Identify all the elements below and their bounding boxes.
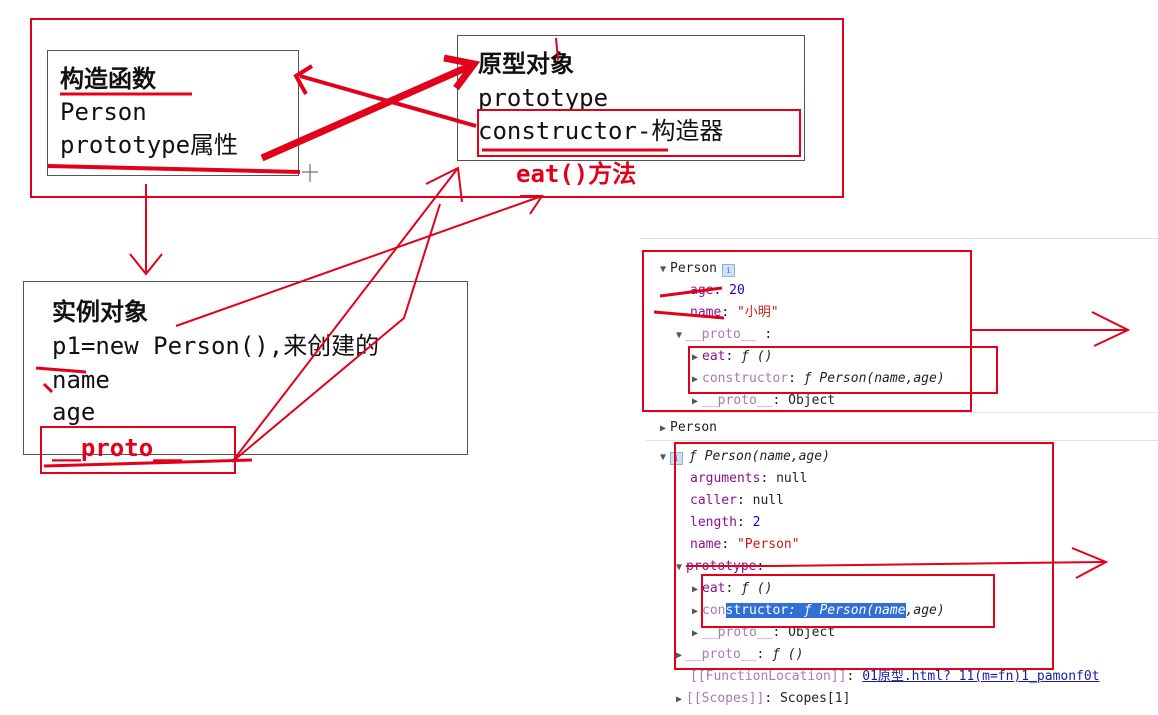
console2-eat[interactable]: ▶eat: ƒ () [692, 581, 773, 596]
arguments-key: arguments [690, 471, 761, 486]
console1-proto[interactable]: ▼__proto__ : [676, 324, 772, 347]
prototype-label: prototype [478, 84, 609, 112]
function-location-key: [[FunctionLocation]] [690, 669, 847, 684]
constructor-label: constructor-构造器 [478, 117, 724, 145]
top-annotation-frame [30, 18, 844, 198]
console1-header-label: Person [670, 261, 717, 276]
console2-right-arrow [771, 561, 1105, 567]
length-value: 2 [752, 515, 761, 530]
console2-inner-proto[interactable]: ▶__proto__: Object [692, 625, 836, 640]
console-divider [646, 412, 1158, 413]
console1-constructor[interactable]: ▶constructor: ƒ Person(name,age) [692, 371, 945, 386]
age-value: 20 [729, 283, 745, 298]
info-icon: i [670, 452, 684, 465]
console2-fn-proto[interactable]: ▶__proto__: ƒ () [676, 647, 804, 662]
function-location-link[interactable]: 01原型.html? 11(m=fn)1_pamonf0t [862, 669, 1100, 684]
console2-header[interactable]: ▼i ƒ Person(name,age) [660, 446, 830, 469]
collapse-triangle-icon[interactable]: ▶ [692, 352, 699, 363]
console2-constructor[interactable]: ▶constructor: ƒ Person(name,age) [692, 600, 945, 623]
expand-triangle-icon[interactable]: ▼ [676, 562, 683, 573]
console2-function-location: [[FunctionLocation]]: 01原型.html? 11(m=fn… [690, 669, 1100, 684]
name-value: "Person" [736, 537, 800, 552]
collapse-triangle-icon[interactable]: ▶ [676, 650, 683, 661]
collapse-triangle-icon[interactable]: ▶ [692, 374, 699, 385]
eat-value: ƒ () [741, 349, 773, 364]
instance-proto: __proto__ [52, 434, 183, 462]
eat-value: ƒ () [741, 581, 773, 596]
console2-method-highlight [701, 574, 995, 628]
constructor-title: 构造函数 [60, 65, 156, 93]
collapse-triangle-icon[interactable]: ▶ [692, 396, 699, 407]
collapse-triangle-icon[interactable]: ▶ [692, 584, 699, 595]
instance-to-method-arrow [175, 195, 543, 327]
scopes-value: Scopes[1] [779, 691, 851, 706]
info-icon: i [722, 264, 735, 277]
collapse-triangle-icon[interactable]: ▶ [676, 694, 683, 705]
console1-inner-proto[interactable]: ▶__proto__: Object [692, 393, 836, 408]
collapse-triangle-icon[interactable]: ▶ [660, 423, 667, 434]
arguments-value: null [776, 471, 808, 486]
constructor-function-box: 构造函数 Person prototype属性 [47, 50, 299, 176]
proto-key: __proto__ [686, 327, 757, 342]
proto-link-arrow [231, 167, 459, 463]
fn-proto-key: __proto__ [686, 647, 757, 662]
eat-key: eat [702, 581, 726, 596]
expand-triangle-icon[interactable]: ▼ [660, 264, 667, 275]
length-key: length [690, 515, 737, 530]
eat-key: eat [702, 349, 726, 364]
console2-scopes[interactable]: ▶[[Scopes]]: Scopes[1] [676, 691, 851, 706]
console-toolbar-strip [640, 228, 1158, 239]
inner-proto-key: __proto__ [702, 393, 773, 408]
name-value: "小明" [736, 305, 779, 320]
constructor-key-selected[interactable]: structor [725, 603, 789, 618]
console2-length: length: 2 [690, 515, 761, 530]
constructor-value-end: ,age) [905, 603, 945, 618]
scopes-key: [[Scopes]] [686, 691, 765, 706]
eat-method-label: eat()方法 [516, 160, 637, 188]
console1-eat[interactable]: ▶eat: ƒ () [692, 349, 773, 364]
caller-key: caller [690, 493, 737, 508]
instance-field-age: age [52, 398, 96, 426]
inner-proto-value: Object [788, 393, 836, 408]
constructor-key: constructor [702, 371, 789, 386]
console-mid-label: Person [670, 420, 717, 435]
expand-triangle-icon[interactable]: ▼ [676, 330, 683, 341]
console2-frame [674, 442, 1054, 670]
prototype-object-box: 原型对象 prototype constructor-构造器 [457, 35, 805, 161]
console-mid-row[interactable]: ▶Person [660, 417, 717, 440]
constructor-value: ƒ Person(name,age) [803, 371, 945, 386]
name-key: name [690, 537, 722, 552]
console-divider [646, 440, 1158, 441]
caller-value: null [752, 493, 784, 508]
constructor-key-start: con [702, 603, 726, 618]
inner-proto-key: __proto__ [702, 625, 773, 640]
prototype-pointer-arrow [260, 62, 472, 162]
console2-header-label: ƒ Person(name,age) [689, 449, 830, 464]
console2-name: name: "Person" [690, 537, 800, 552]
fn-proto-value: ƒ () [772, 647, 804, 662]
inner-proto-value: Object [788, 625, 836, 640]
constructor-highlight [477, 109, 801, 157]
console1-method-highlight [688, 346, 998, 394]
proto-suffix: : [764, 327, 773, 342]
collapse-triangle-icon[interactable]: ▶ [692, 628, 699, 639]
constructor-back-arrow [299, 74, 477, 128]
proto-highlight [40, 426, 236, 474]
collapse-triangle-icon[interactable]: ▶ [692, 606, 699, 617]
console2-caller: caller: null [690, 493, 784, 508]
prototype-attribute: prototype属性 [60, 131, 239, 159]
instance-title: 实例对象 [52, 298, 148, 326]
constructor-name: Person [60, 98, 147, 126]
console2-arguments: arguments: null [690, 471, 808, 486]
constructor-value-selected[interactable]: : ƒ Person(name [788, 603, 906, 618]
instance-creation: p1=new Person(),来创建的 [52, 332, 380, 360]
expand-triangle-icon[interactable]: ▼ [660, 452, 667, 463]
